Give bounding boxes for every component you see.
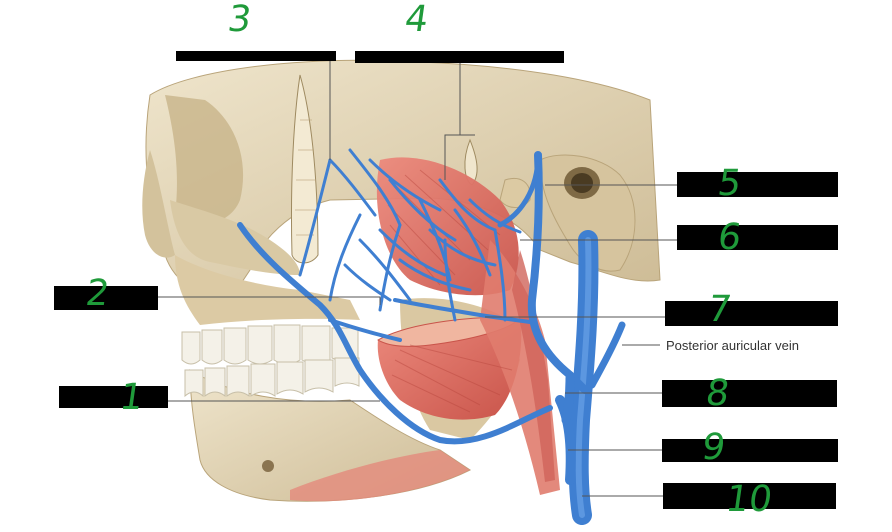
label-box-9 <box>662 439 838 462</box>
veins <box>237 148 626 525</box>
label-box-3 <box>176 51 336 61</box>
maxilla <box>175 255 360 325</box>
label-box-6 <box>677 225 838 250</box>
teeth <box>181 324 360 398</box>
label-box-1 <box>59 386 168 408</box>
label-box-7 <box>665 301 838 326</box>
posterior-auricular-vein-label: Posterior auricular vein <box>666 338 799 353</box>
label-box-2 <box>54 286 158 310</box>
label-box-4 <box>355 51 564 63</box>
handwritten-number-10: 10 <box>723 479 775 520</box>
label-box-8 <box>662 380 837 407</box>
leader-lines <box>158 58 678 497</box>
label-box-5 <box>677 172 838 197</box>
label-box-10 <box>663 483 836 509</box>
